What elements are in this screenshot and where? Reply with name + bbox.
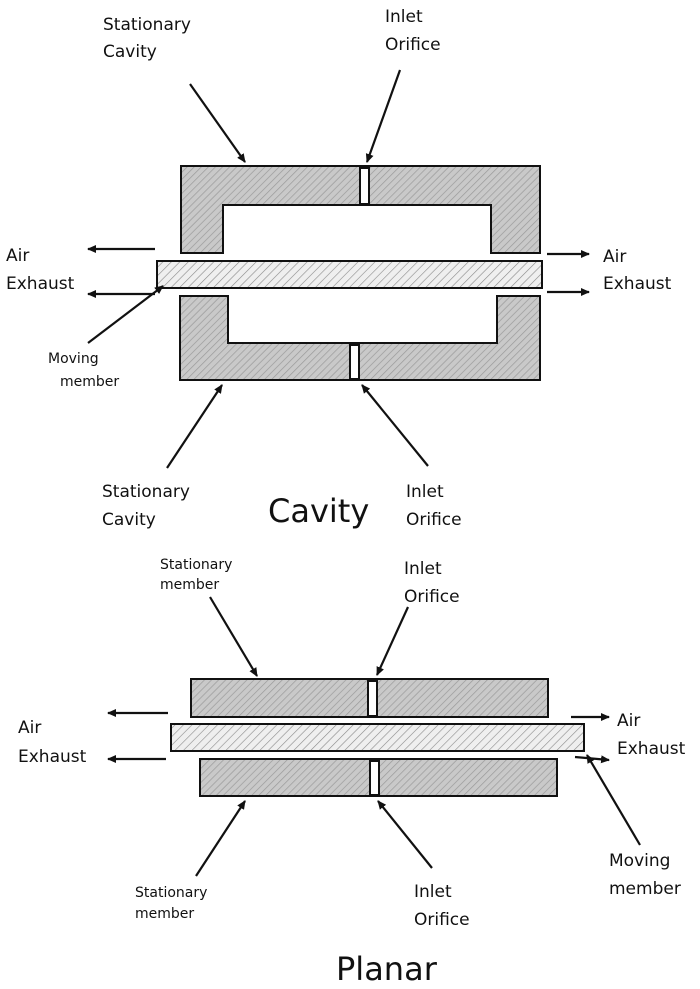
bottom-inlet-pointer [361,384,429,467]
top-inlet-orifice [359,167,370,205]
moving-member-label: Moving member [48,351,119,390]
left-exhaust-label: Air Exhaust [6,246,75,294]
cavity-moving-member [156,260,543,289]
planar-bottom-inlet-label: Inlet Orifice [414,882,470,930]
cavity-section: Stationary Cavity Inlet Orifice Air Exha… [6,7,672,530]
planar-right-exhaust-label: Air Exhaust [617,711,686,759]
bottom-inlet-orifice [349,344,360,380]
cavity-title: Cavity [268,492,369,530]
planar-title: Planar [336,950,438,988]
planar-left-exhaust-label: Air Exhaust [18,718,87,767]
planar-top-inlet-orifice [367,680,378,717]
planar-bottom-inlet-orifice [369,760,380,796]
top-inlet-label: Inlet Orifice [385,7,441,55]
planar-bottom-member-label: Stationary member [135,885,212,922]
planar-moving-member [170,723,585,752]
planar-bottom-member-pointer [195,800,246,877]
bottom-cavity-pointer [166,384,223,469]
planar-top-member-label: Stationary member [160,557,237,593]
planar-top-member-pointer [209,596,258,677]
planar-moving-member-pointer [586,754,641,846]
planar-section: Stationary member Inlet Orifice Air Exha… [18,557,686,988]
planar-top-inlet-label: Inlet Orifice [404,559,460,607]
planar-bottom-inlet-pointer [377,800,433,869]
top-cavity-pointer [189,83,246,163]
top-inlet-pointer [365,69,402,163]
planar-top-inlet-pointer [375,606,410,676]
planar-moving-member-label: Moving member [609,851,681,899]
right-exhaust-label: Air Exhaust [603,247,672,294]
top-cavity-label: Stationary Cavity [103,15,196,62]
moving-member-pointer [87,285,164,344]
bottom-cavity-label: Stationary Cavity [102,482,195,530]
bottom-inlet-label: Inlet Orifice [406,482,462,530]
bottom-stationary-cavity [179,295,541,381]
top-stationary-cavity [180,165,541,254]
planar-right-exhaust-arrow-bottom [574,755,610,764]
